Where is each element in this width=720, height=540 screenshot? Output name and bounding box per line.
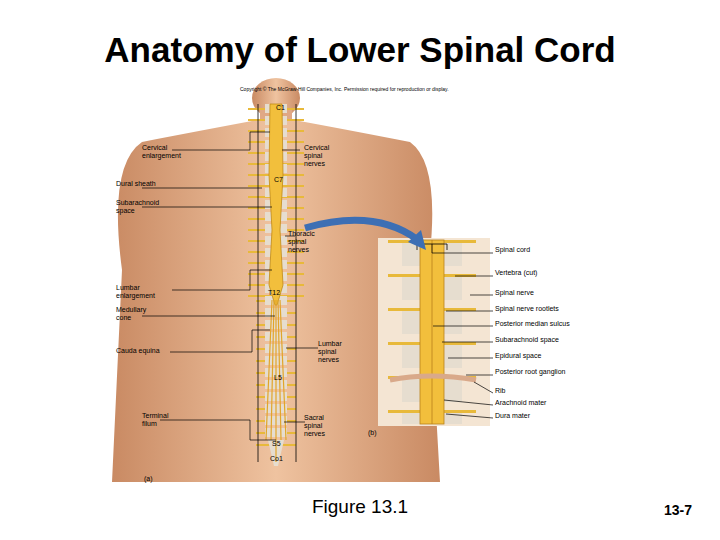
arrow-head [408,230,426,250]
figure-caption: Figure 13.1 [260,496,460,518]
part-label: Dural sheath [116,180,156,188]
part-label: Lumbar enlargement [116,284,160,300]
copyright-note: Copyright © The McGraw-Hill Companies, I… [240,87,490,93]
vertebra-level: T12 [268,289,292,297]
reference-line [258,104,259,462]
inset-vertebrae [402,240,462,424]
part-label: Dura mater [495,412,575,420]
reference-line [296,104,297,462]
posterior-median-sulcus [432,240,433,424]
part-label: Lumbar spinal nerves [318,340,348,364]
part-label: Cauda equina [116,347,166,355]
slide-number: 13-7 [664,502,714,518]
part-label: Arachnoid mater [495,399,575,407]
part-label: Posterior median sulcus [495,320,595,328]
panel-letter: (a) [144,475,164,483]
pointer-arrow [305,220,418,240]
part-label: Sacral spinal nerves [304,414,334,438]
vertebra-level: Co1 [270,455,294,463]
vertebra-level: C1 [276,104,296,112]
vertebra-level: S5 [272,440,292,448]
part-label: Cervical enlargement [142,144,178,160]
inset-background [378,238,490,426]
part-label: Subarachnoid space [495,336,585,344]
inset-leader-lines [432,244,493,418]
vertebra-level: L5 [274,374,294,382]
part-label: Spinal nerve rootlets [495,305,585,313]
part-label: Spinal cord [495,246,585,254]
vertebra-level: C7 [274,176,294,184]
part-label: Posterior root ganglion [495,368,595,376]
part-label: Cervical spinal nerves [304,144,334,168]
part-label: Spinal nerve [495,289,585,297]
panel-letter: (b) [368,429,388,437]
part-label: Medullary cone [116,306,152,322]
part-label: Terminal filum [142,412,172,428]
spinal-cord [269,104,283,305]
part-label: Thoracic spinal nerves [288,230,322,254]
leader-lines [142,132,318,440]
inset-nerves [388,240,476,424]
part-label: Epidural space [495,352,585,360]
rib [390,376,476,380]
part-label: Vertebra (cut) [495,269,585,277]
slide-title: Anatomy of Lower Spinal Cord [40,30,680,70]
part-label: Rib [495,387,555,395]
part-label: Subarachnoid space [116,199,160,215]
inset-spinal-cord [420,240,444,424]
